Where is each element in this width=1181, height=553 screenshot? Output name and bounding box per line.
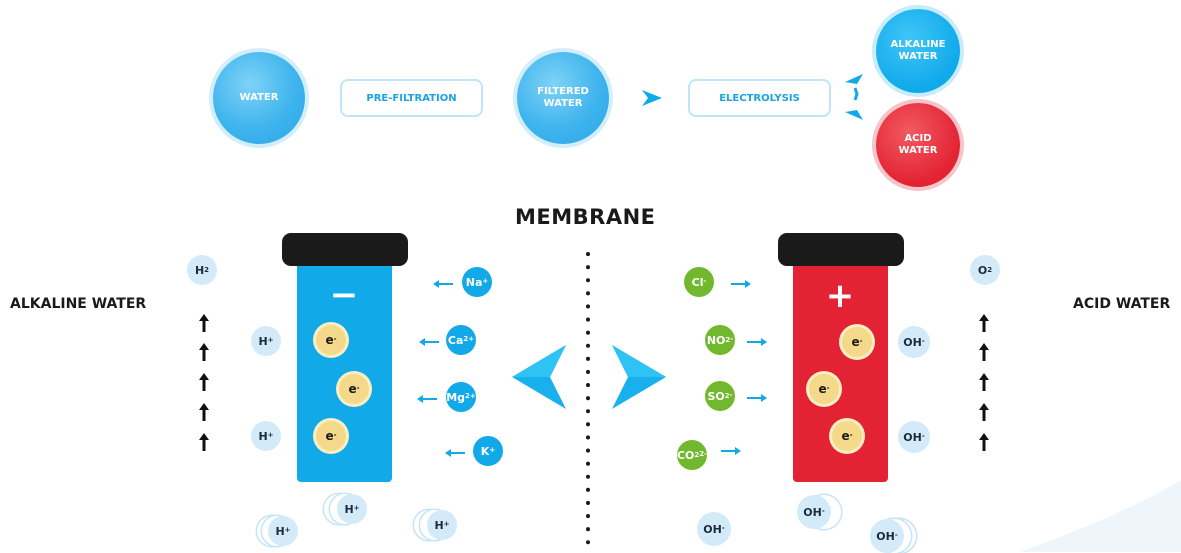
acid-water-label: ACID WATER (898, 133, 938, 156)
up-arrow-icon (979, 433, 989, 451)
electron: e- (316, 421, 346, 451)
decorative-swoosh (1020, 480, 1181, 552)
up-arrow-icon (979, 373, 989, 391)
chevron-right-icon (612, 345, 666, 409)
pre-filtration-label: PRE-FILTRATION (366, 92, 457, 104)
up-arrow-icon (199, 373, 209, 391)
cathode-cell (297, 254, 392, 482)
chevron-left-icon (512, 345, 566, 409)
membrane-divider (586, 252, 590, 552)
filtered-water-node: FILTERED WATER (517, 52, 609, 144)
arrow-left-icon (419, 338, 439, 346)
hydroxide-ion: OH- (697, 512, 731, 546)
hydrogen-ion: H+ (251, 326, 281, 356)
hydrogen-ion: H+ (251, 421, 281, 451)
up-arrow-icon (199, 433, 209, 451)
hydroxide-ion: OH- (797, 495, 831, 529)
arrow-right-icon (721, 447, 741, 455)
chloride-ion: Cl- (684, 267, 714, 297)
hydroxide-ion: OH- (898, 421, 930, 453)
hydrogen-ion: H+ (337, 494, 367, 524)
up-arrow-icon (199, 314, 209, 332)
arrow-right-icon (747, 394, 767, 402)
electron: e- (316, 325, 346, 355)
electrolysis-box: ELECTROLYSIS (688, 79, 831, 117)
arrow-left-icon (445, 449, 465, 457)
electron: e- (809, 374, 839, 404)
up-arrow-icon (199, 403, 209, 421)
water-label: WATER (239, 92, 279, 103)
cathode-cap (282, 233, 408, 266)
hydroxide-ion: OH- (870, 519, 904, 553)
potassium-ion: K+ (473, 436, 503, 466)
split-arrow-icon (845, 74, 863, 120)
filtered-water-label: FILTERED WATER (537, 86, 589, 109)
flow-arrow-icon (642, 90, 662, 106)
hydroxide-ion: OH- (898, 326, 930, 358)
alkaline-water-label: ALKALINE WATER (890, 39, 946, 62)
sodium-ion: Na+ (462, 267, 492, 297)
hydrogen-ion: H+ (427, 510, 457, 540)
electron: e- (339, 374, 369, 404)
alkaline-water-side-label: ALKALINE WATER (10, 296, 147, 312)
up-arrow-icon (979, 314, 989, 332)
arrow-left-icon (433, 280, 453, 288)
anode-cap (778, 233, 904, 266)
arrow-right-icon (731, 280, 751, 288)
membrane-title: MEMBRANE (515, 205, 656, 229)
hydrogen-ion: H+ (268, 516, 298, 546)
pre-filtration-box: PRE-FILTRATION (340, 79, 483, 117)
electron: e- (842, 327, 872, 357)
positive-sign-icon: + (825, 276, 855, 316)
electron: e- (832, 421, 862, 451)
acid-water-node: ACID WATER (876, 103, 960, 187)
acid-water-side-label: ACID WATER (1073, 296, 1171, 312)
arrow-left-icon (417, 395, 437, 403)
alkaline-water-node: ALKALINE WATER (876, 9, 960, 93)
electrolysis-label: ELECTROLYSIS (719, 92, 800, 104)
water-node: WATER (213, 52, 305, 144)
negative-sign-icon: − (329, 275, 359, 315)
up-arrow-icon (979, 403, 989, 421)
arrow-right-icon (747, 338, 767, 346)
up-arrow-icon (199, 343, 209, 361)
up-arrow-icon (979, 343, 989, 361)
